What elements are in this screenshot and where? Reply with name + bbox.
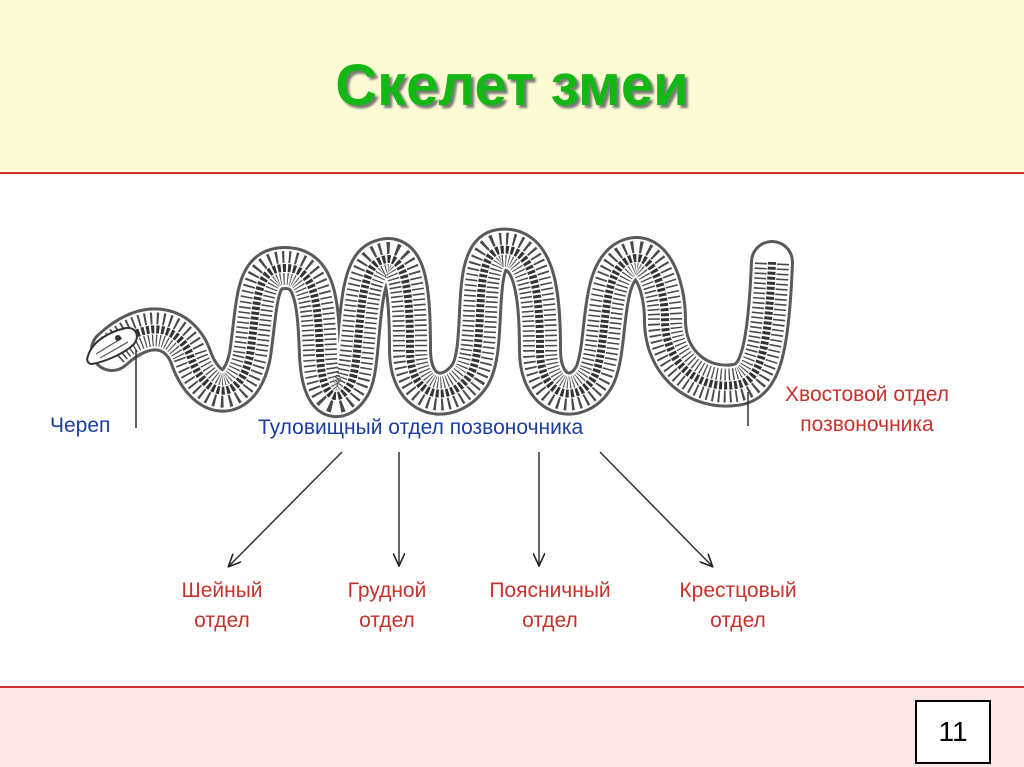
footer-band — [0, 686, 1024, 767]
skull-eye — [115, 335, 121, 341]
section-label-line1: Грудной — [347, 579, 427, 602]
section-label-line2: отдел — [710, 609, 766, 632]
tail-label-line1: Хвостовой отдел — [785, 383, 949, 406]
slide-title: Скелет змеи — [335, 53, 689, 118]
vertebrae-chain — [109, 245, 776, 401]
snake-skeleton-illustration — [86, 227, 794, 419]
tail-section-label: Хвостовой отдел позвоночника — [752, 380, 982, 440]
cervical-section-label: Шейный отдел — [142, 576, 302, 636]
skull-shape — [86, 326, 138, 366]
section-label-line1: Поясничный — [489, 579, 611, 602]
section-label-line2: отдел — [194, 609, 250, 632]
arrow-to-sacral — [599, 451, 712, 566]
arrow-to-cervical — [229, 451, 343, 566]
section-label-line1: Крестцовый — [679, 579, 797, 602]
trunk-section-label: Туловищный отдел позвоночника — [258, 416, 584, 439]
lumbar-section-label: Поясничный отдел — [460, 576, 640, 636]
thoracic-section-label: Грудной отдел — [307, 576, 467, 636]
section-label-line2: отдел — [359, 609, 415, 632]
section-label-line2: отдел — [522, 609, 578, 632]
header-band — [0, 0, 1024, 174]
page-number: 11 — [915, 700, 991, 764]
skull-label: Череп — [50, 414, 111, 437]
section-label-line1: Шейный — [181, 579, 263, 602]
tail-label-line2: позвоночника — [800, 413, 934, 436]
sacral-section-label: Крестцовый отдел — [648, 576, 828, 636]
